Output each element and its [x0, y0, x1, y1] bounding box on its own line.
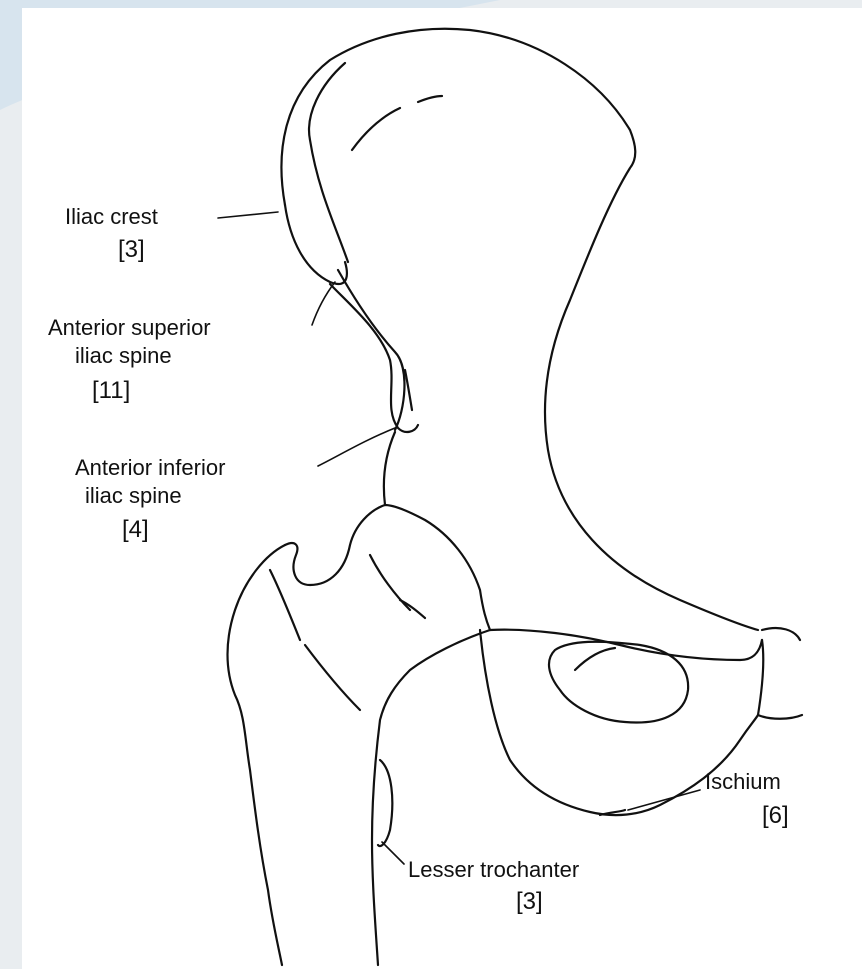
label-lesser-trochanter: Lesser trochanter — [408, 858, 579, 882]
count-lesser-trochanter: [3] — [516, 888, 543, 916]
asis-margin — [285, 205, 347, 284]
head-inner-line-2 — [400, 600, 425, 618]
crest-dash-2 — [418, 96, 442, 102]
count-ischium: [6] — [762, 802, 789, 830]
label-aiis-line1: Anterior inferior — [75, 456, 225, 480]
label-asis-line1: Anterior superior — [48, 316, 211, 340]
trochanter-ridge — [270, 570, 300, 640]
count-asis: [11] — [92, 377, 130, 405]
leader-lesser-trochanter — [382, 842, 404, 864]
label-iliac-crest: Iliac crest — [65, 205, 158, 229]
leader-iliac-crest — [218, 212, 278, 218]
femoral-head-top — [285, 505, 385, 585]
label-asis-line2: iliac spine — [75, 344, 172, 368]
anterior-border — [384, 432, 395, 505]
count-aiis: [4] — [122, 516, 149, 544]
ilium-outline — [281, 29, 758, 630]
asis-inner — [338, 270, 404, 430]
label-aiis-line2: iliac spine — [85, 484, 182, 508]
greater-trochanter — [228, 545, 286, 965]
superior-ramus — [490, 630, 762, 660]
pubis-end — [758, 640, 802, 719]
aiis-inner — [405, 370, 412, 410]
count-iliac-crest: [3] — [118, 236, 145, 264]
label-ischium: Ischium — [705, 770, 781, 794]
lesser-trochanter-shape — [378, 760, 392, 846]
leader-aiis — [318, 428, 395, 466]
pubis-outline — [762, 628, 800, 640]
acetabulum-rim — [385, 505, 490, 630]
crest-dash-1 — [352, 108, 400, 150]
leader-ischium — [628, 790, 700, 810]
leader-asis — [312, 282, 335, 325]
obturator-foramen — [549, 642, 688, 723]
aiis-notch — [330, 284, 418, 432]
obturator-inner — [575, 648, 615, 670]
trochanter-ridge-2 — [305, 645, 360, 710]
crest-inner-line — [309, 63, 348, 262]
femoral-neck-lower — [372, 630, 490, 965]
